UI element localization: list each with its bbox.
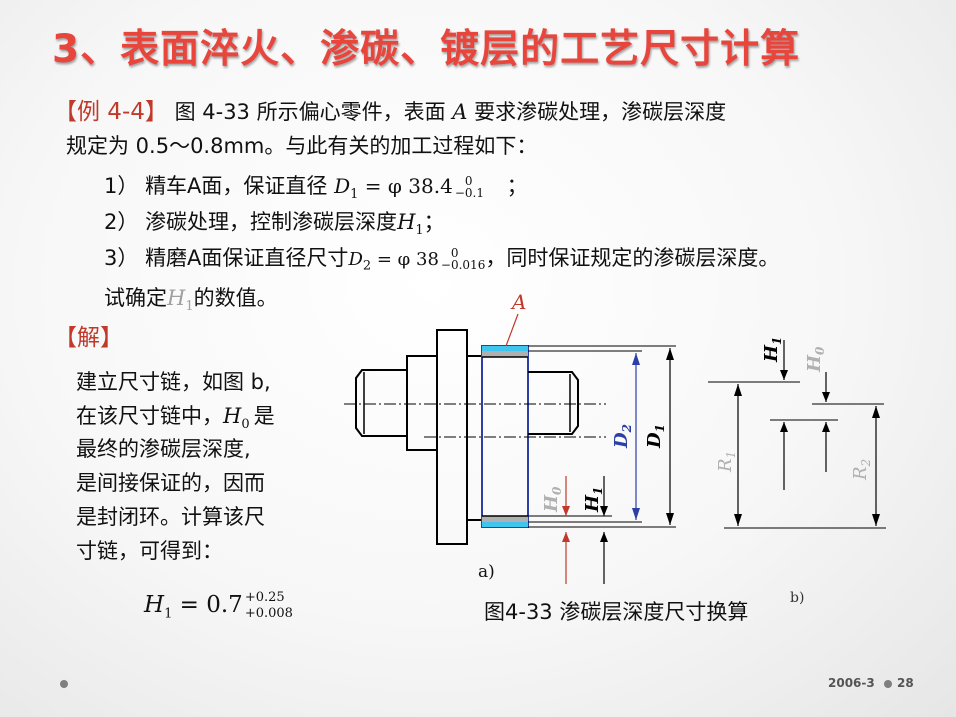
carburized-layer-bottom: [482, 522, 528, 527]
label-h0: H0: [541, 486, 564, 513]
hub: [466, 355, 483, 521]
question-var-sub: 1: [185, 299, 194, 315]
question: 试确定H1的数值。: [104, 282, 278, 314]
footer-dot-left: [60, 680, 68, 688]
question-text-a: 试确定: [104, 286, 167, 310]
footer-page: 28: [897, 676, 914, 690]
solution-line-2-text: 在该尺寸链中，: [76, 404, 223, 428]
result-eq: = 0.7: [172, 592, 243, 618]
step-3-tol-upper: 0: [450, 246, 459, 260]
footer-dot-right: [884, 680, 892, 688]
step-2-tail: ；: [423, 210, 445, 234]
carburized-layer-top: [482, 346, 528, 351]
figure-caption-mark: b): [790, 590, 805, 606]
step-1-num: 1）: [104, 174, 139, 198]
step-2-text: 渗碳处理，控制渗碳层深度: [145, 210, 398, 234]
step-3-formula: D2 = φ 38: [348, 249, 439, 274]
solution-line-1: 建立尺寸链，如图 b,: [76, 370, 271, 394]
label-chain-h1: H1: [761, 337, 784, 363]
grind-layer-top: [482, 351, 528, 357]
subfigure-a-label: a): [478, 562, 495, 582]
step-1-tail: ；: [506, 174, 528, 198]
result-sub: 1: [164, 606, 173, 622]
result-lower: +0.008: [244, 606, 293, 621]
step-3-tail: ，同时保证规定的渗碳层深度。: [485, 246, 780, 270]
example-label: 【例 4-4】: [54, 99, 168, 125]
label-r1: R1: [715, 451, 738, 473]
footer-date: 2006-3: [828, 676, 875, 690]
step-3-formula-eq: = φ 38: [371, 249, 439, 270]
leader-A: [505, 313, 519, 347]
label-a: A: [512, 290, 527, 314]
step-1-text: 精车A面，保证直径: [145, 174, 328, 198]
question-text-b: 的数值。: [193, 286, 278, 310]
step-3-text: 精磨A面保证直径尺寸: [145, 246, 349, 270]
step-1-tol-lower: −0.1: [454, 186, 484, 200]
step-3-formula-sub: 2: [362, 258, 372, 274]
step-1-formula-sub: 1: [350, 187, 359, 202]
step-2-num: 2）: [104, 210, 139, 234]
result-var: H: [144, 592, 165, 618]
page-title: 3、表面淬火、渗碳、镀层的工艺尺寸计算: [52, 27, 801, 72]
result-formula: H1 = 0.7+0.25+0.008: [144, 590, 293, 622]
figure-caption: 图4-33 渗碳层深度尺寸换算: [484, 600, 749, 624]
shaft-step: [406, 355, 438, 451]
solution-line-4: 是间接保证的，因而: [76, 471, 265, 495]
step-1-formula: D1 = φ 38.4: [334, 174, 453, 202]
right-shaft: [528, 371, 579, 435]
solution-line-2-var: H: [223, 404, 242, 428]
step-3-formula-main: D: [348, 249, 363, 270]
example-text-1a: 图 4-33 所示偏心零件，表面: [174, 100, 446, 124]
example-var-a: A: [452, 100, 468, 124]
label-d2: D2: [611, 424, 634, 449]
result-tolerance: +0.25+0.008: [245, 590, 293, 622]
label-d1: D1: [644, 424, 667, 449]
solution-label: 【解】: [54, 325, 123, 351]
step-2: 2） 渗碳处理，控制渗碳层深度H1；: [104, 206, 445, 238]
step-3-tol-lower: −0.016: [440, 258, 486, 272]
step-3-num: 3）: [104, 246, 139, 270]
solution-line-6: 寸链，可得到：: [76, 539, 223, 563]
example-text-1b: 要求渗碳处理，渗碳层深度: [474, 100, 727, 124]
step-1-tolerance: 0−0.1: [455, 175, 484, 199]
step-1-tol-upper: 0: [464, 174, 473, 188]
solution-line-5: 是封闭环。计算该尺: [76, 505, 265, 529]
grind-layer-bottom: [482, 516, 528, 522]
question-var: H: [167, 286, 186, 310]
example-line-1: 【例 4-4】 图 4-33 所示偏心零件，表面 A 要求渗碳处理，渗碳层深度: [54, 92, 726, 126]
solution-line-2-tail: 是: [253, 404, 275, 428]
result-upper: +0.25: [244, 590, 285, 605]
example-line-2: 规定为 0.5～0.8mm。与此有关的加工过程如下：: [66, 134, 538, 158]
label-h1: H1: [582, 487, 605, 513]
label-r2: R2: [850, 459, 873, 481]
solution-line-3: 最终的渗碳层深度,: [76, 437, 251, 461]
step-2-var: H: [397, 210, 416, 234]
step-3-tolerance: 0−0.016: [441, 247, 485, 271]
step-2-var-sub: 1: [415, 223, 424, 239]
label-chain-h0: H0: [804, 346, 827, 373]
step-1-formula-main: D: [334, 174, 351, 198]
solution-line-2-sub: 0: [241, 417, 250, 433]
step-1-formula-eq: = φ 38.4: [358, 174, 453, 198]
